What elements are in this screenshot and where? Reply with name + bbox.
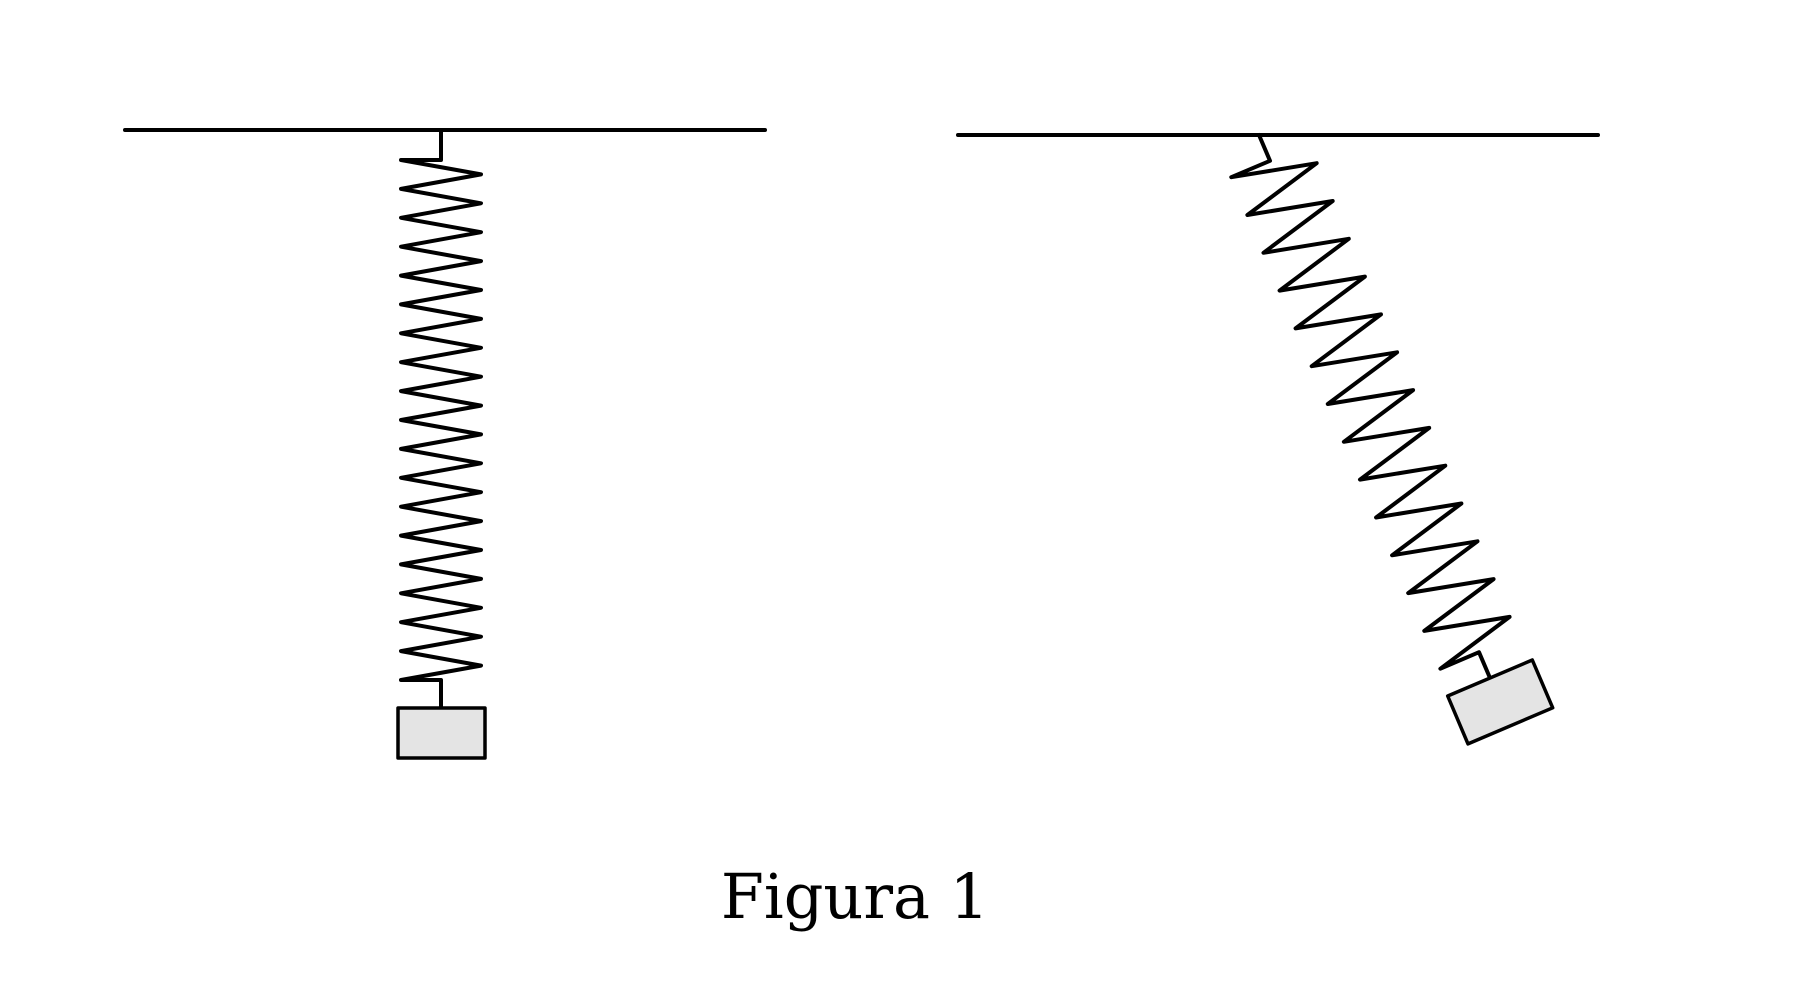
left-block — [396, 706, 487, 760]
right-spring — [1229, 133, 1512, 680]
figure-caption: Figura 1 — [720, 860, 990, 933]
left-panel — [123, 128, 767, 760]
right-block — [1445, 658, 1555, 746]
right-panel — [956, 133, 1600, 746]
left-spring — [399, 128, 483, 710]
